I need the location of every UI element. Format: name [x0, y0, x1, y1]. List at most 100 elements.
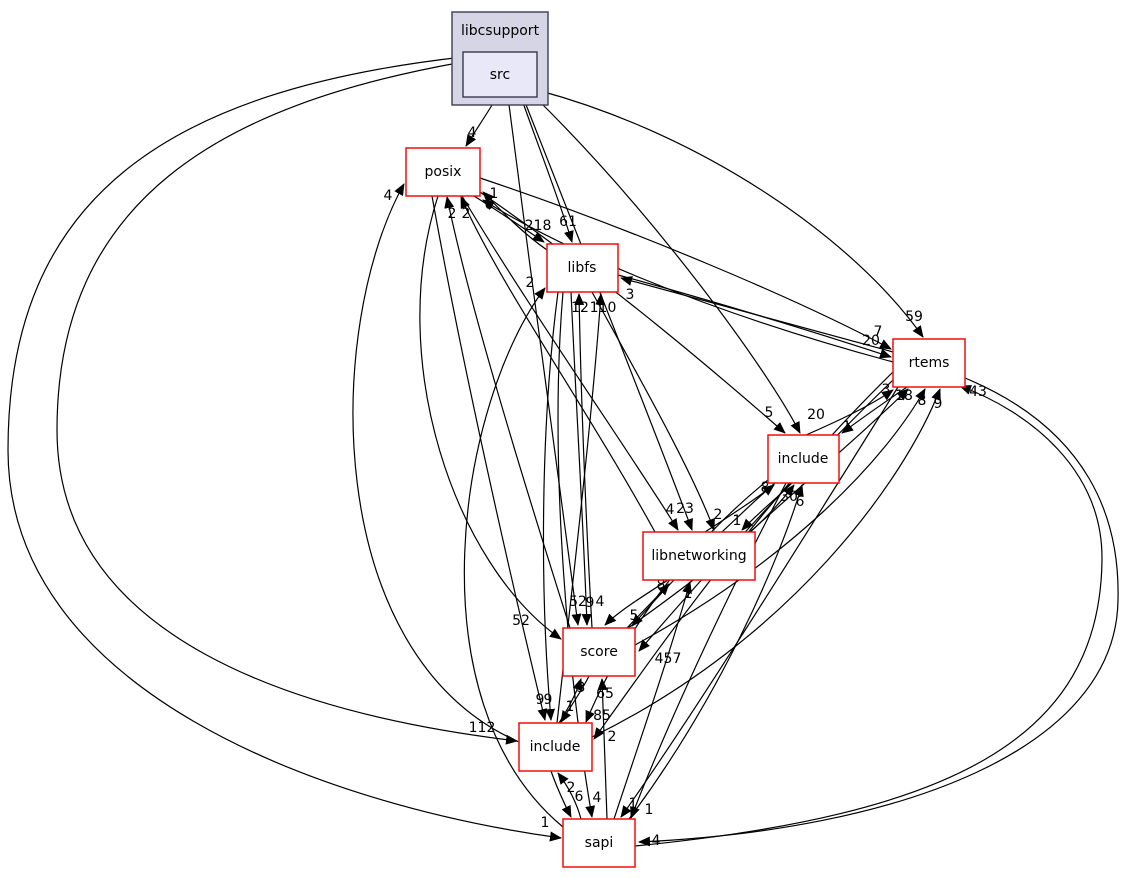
edge-count[interactable]: 61 — [559, 214, 577, 230]
edge-count[interactable]: 5 — [765, 405, 774, 421]
edge-count[interactable]: 4 — [652, 833, 661, 849]
node-libnetworking[interactable] — [642, 531, 756, 581]
edge-count[interactable]: 20 — [862, 333, 880, 349]
edge-src-libfs — [520, 96, 574, 243]
edge-count[interactable]: 2 — [608, 729, 617, 745]
edge-count[interactable]: 43 — [969, 384, 987, 400]
node-score[interactable] — [562, 627, 636, 677]
edge-count[interactable]: 2 — [526, 275, 535, 291]
edge-count[interactable]: 2 — [567, 780, 576, 796]
node-include-upper[interactable] — [767, 434, 840, 484]
node-src-label: src — [490, 67, 510, 83]
edge-count[interactable]: 5 — [630, 608, 639, 624]
edge-count[interactable]: 65 — [596, 686, 614, 702]
edge-rtems-posix — [482, 199, 894, 363]
edge-count[interactable]: 85 — [593, 708, 611, 724]
edge-count[interactable]: 6 — [485, 197, 494, 213]
edge-src-include-upper — [534, 96, 801, 434]
edge-count[interactable]: 1 — [843, 419, 852, 435]
edge-count[interactable]: 6 — [796, 494, 805, 510]
edge-count[interactable]: 9 — [544, 692, 553, 708]
edge-count[interactable]: 1 — [733, 513, 742, 529]
node-score-label: score — [580, 644, 618, 660]
edge-count[interactable]: 52 — [569, 594, 587, 610]
node-posix-label: posix — [425, 164, 462, 180]
edge-src-libnetworking — [522, 96, 693, 531]
edge-rtems-sapi — [620, 386, 899, 818]
edge-count[interactable]: 2 — [462, 206, 471, 222]
edge-src-score — [507, 96, 582, 626]
node-sapi[interactable] — [562, 818, 636, 868]
edge-count[interactable]: 59 — [905, 309, 923, 325]
edge-count[interactable]: 3 — [577, 680, 586, 696]
node-sapi-label: sapi — [585, 835, 614, 851]
edge-libfs-include-lower — [542, 291, 559, 721]
edge-count[interactable]: 3 — [882, 382, 891, 398]
edge-rtems-sapi-right — [638, 377, 1119, 847]
node-libnetworking-label: libnetworking — [651, 548, 746, 564]
edge-count[interactable]: 1 — [629, 796, 638, 812]
edge-score-include-lower — [560, 675, 590, 723]
node-libfs[interactable] — [546, 243, 619, 293]
edge-count[interactable]: 4 — [384, 188, 393, 204]
node-include-lower[interactable] — [518, 722, 593, 772]
edge-count[interactable]: 1 — [566, 699, 575, 715]
node-rtems[interactable] — [892, 338, 966, 388]
edge-count[interactable]: 4 — [593, 790, 602, 806]
node-rtems-label: rtems — [909, 355, 950, 371]
edge-posix-score — [419, 195, 562, 640]
edge-count[interactable]: 9 — [536, 692, 545, 708]
edge-count[interactable]: 9 — [934, 396, 943, 412]
edge-count[interactable]: 4 — [666, 502, 675, 518]
edge-count[interactable]: 2 — [714, 507, 723, 523]
edge-count[interactable]: 30 — [780, 489, 798, 505]
edge-count[interactable]: 4 — [596, 594, 605, 610]
edge-sapi-score — [597, 678, 608, 820]
edge-count[interactable]: 8 — [918, 393, 927, 409]
edge-libfs-score — [570, 291, 592, 626]
node-src[interactable] — [462, 51, 538, 98]
edge-src-sapi — [7, 56, 562, 842]
edge-count[interactable]: 457 — [655, 651, 682, 667]
edge-libfs-libnetworking — [591, 291, 715, 531]
node-include-upper-label: include — [778, 451, 829, 467]
edge-sapi-libfs — [463, 287, 564, 828]
edge-include-lower-sapi — [550, 770, 572, 818]
edge-count[interactable]: 2 — [448, 206, 457, 222]
edge-count[interactable]: 8 — [761, 480, 770, 496]
edge-sapi-rtems — [634, 385, 1103, 847]
edge-count[interactable]: 4 — [468, 125, 477, 141]
edge-count[interactable]: 12 — [571, 300, 589, 316]
edge-count[interactable]: 1 — [490, 186, 499, 202]
edge-count[interactable]: 1 — [645, 802, 654, 818]
edge-rtems-score — [638, 379, 894, 652]
edge-rtems-libfs — [620, 276, 894, 353]
edge-count[interactable]: 7 — [874, 324, 883, 340]
edge-count[interactable]: 8 — [657, 577, 666, 593]
edge-count[interactable]: 1 — [541, 815, 550, 831]
edge-count[interactable]: 3 — [626, 287, 635, 303]
edge-src-rtems — [536, 89, 924, 338]
edge-count[interactable]: 1 — [684, 586, 693, 602]
edge-count[interactable]: 52 — [512, 613, 530, 629]
cluster-label[interactable]: libcsupport — [461, 23, 540, 39]
edge-include-upper-sapi — [630, 482, 787, 819]
node-posix[interactable] — [405, 147, 481, 197]
edge-count[interactable]: 23 — [676, 501, 694, 517]
edge-posix-rtems — [479, 177, 892, 350]
edge-count[interactable]: 9 — [586, 595, 595, 611]
edge-count[interactable]: 18 — [895, 388, 913, 404]
edge-posix-libnetworking — [461, 195, 679, 531]
edge-count[interactable]: 6 — [575, 789, 584, 805]
node-layer: posix libfs rtems include libnetworking … — [405, 147, 966, 868]
edge-score-libnetworking — [626, 583, 670, 629]
edge-count[interactable]: 110 — [590, 300, 617, 316]
edge-count[interactable]: 218 — [525, 218, 552, 234]
edge-count[interactable]: 20 — [807, 407, 825, 423]
edge-score-libfs — [574, 293, 593, 629]
cluster-libcsupport: libcsupport src — [451, 11, 549, 106]
edge-label-layer: 4 61 218 59 7 20 1 6 2 2 4 20 5 1 3 23 4… — [384, 125, 987, 849]
edge-count[interactable]: 112 — [469, 720, 496, 736]
